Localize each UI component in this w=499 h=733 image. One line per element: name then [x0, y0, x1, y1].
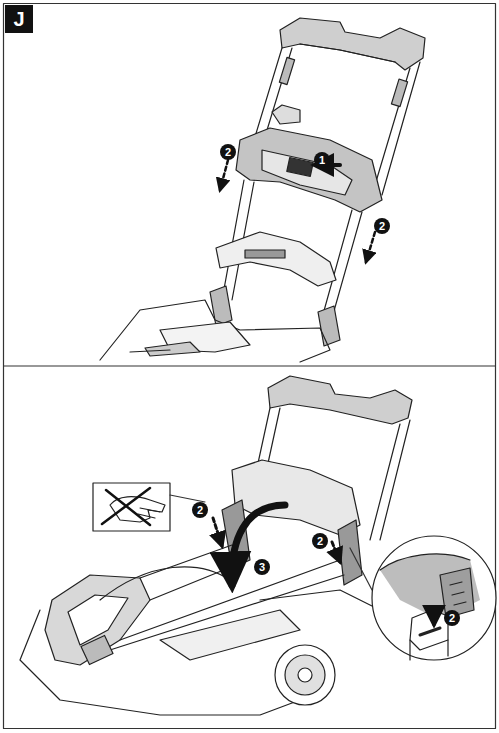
handle-folded — [45, 376, 412, 665]
figure-frame — [4, 4, 496, 729]
latch-detail-inset — [350, 536, 496, 660]
callout-text: 2 — [317, 536, 323, 547]
callout-number: 2 — [192, 502, 208, 518]
callout-number: 2 — [444, 610, 460, 626]
callout-number: 2 — [312, 533, 328, 549]
callout-text: 2 — [225, 147, 231, 158]
callout-number: 3 — [254, 559, 270, 575]
callout-number: 2 — [374, 218, 390, 234]
callout-text: 1 — [319, 155, 325, 166]
callout-text: 3 — [259, 562, 265, 573]
mower-deck-top — [100, 300, 330, 362]
figure-letter: J — [5, 5, 33, 33]
callout-number: 1 — [314, 152, 330, 168]
callout-text: J — [13, 9, 24, 29]
callout-number: 2 — [220, 144, 236, 160]
pinch-warning-inset — [93, 483, 205, 531]
panel-divider — [4, 365, 496, 366]
callout-text: 2 — [379, 221, 385, 232]
handle-unfolded — [210, 18, 425, 346]
callout-text: 2 — [197, 505, 203, 516]
mower-deck-bottom — [20, 590, 390, 715]
callout-text: 2 — [449, 613, 455, 624]
